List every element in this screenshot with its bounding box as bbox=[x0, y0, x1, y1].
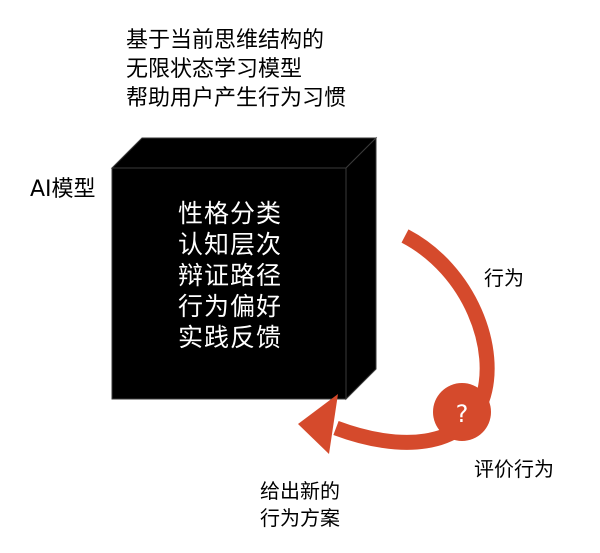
cube-attribute: 辩证路径 bbox=[178, 261, 283, 290]
cube-side-face bbox=[345, 136, 377, 401]
evaluate-circle bbox=[433, 383, 491, 441]
ai-model-cube bbox=[110, 136, 378, 401]
cube-attribute: 认知层次 bbox=[178, 230, 283, 259]
question-mark-icon: ? bbox=[455, 400, 469, 428]
cube-attribute-list: 性格分类 认知层次 辩证路径 行为偏好 实践反馈 bbox=[178, 198, 318, 353]
cube-attribute: 性格分类 bbox=[178, 199, 283, 228]
new-plan-line-1: 给出新的 bbox=[260, 479, 340, 503]
ai-model-label: AI模型 bbox=[30, 177, 96, 202]
arrow-head bbox=[298, 394, 338, 454]
evaluate-behavior-label: 评价行为 bbox=[474, 457, 554, 481]
caption-line-2: 无限状态学习模型 bbox=[126, 57, 303, 82]
feedback-cycle-arrow bbox=[298, 229, 495, 454]
new-plan-label: 给出新的 行为方案 bbox=[260, 478, 340, 532]
caption-line-3: 帮助用户产生行为习惯 bbox=[126, 86, 347, 111]
cube-attribute: 实践反馈 bbox=[178, 323, 283, 352]
cube-attribute: 行为偏好 bbox=[178, 292, 283, 321]
caption-line-1: 基于当前思维结构的 bbox=[126, 28, 325, 53]
new-plan-line-2: 行为方案 bbox=[260, 506, 340, 530]
cube-front-face bbox=[111, 167, 347, 400]
model-caption: 基于当前思维结构的 无限状态学习模型 帮助用户产生行为习惯 bbox=[126, 26, 426, 113]
cube-top-face bbox=[110, 137, 378, 169]
behavior-label: 行为 bbox=[484, 266, 524, 290]
